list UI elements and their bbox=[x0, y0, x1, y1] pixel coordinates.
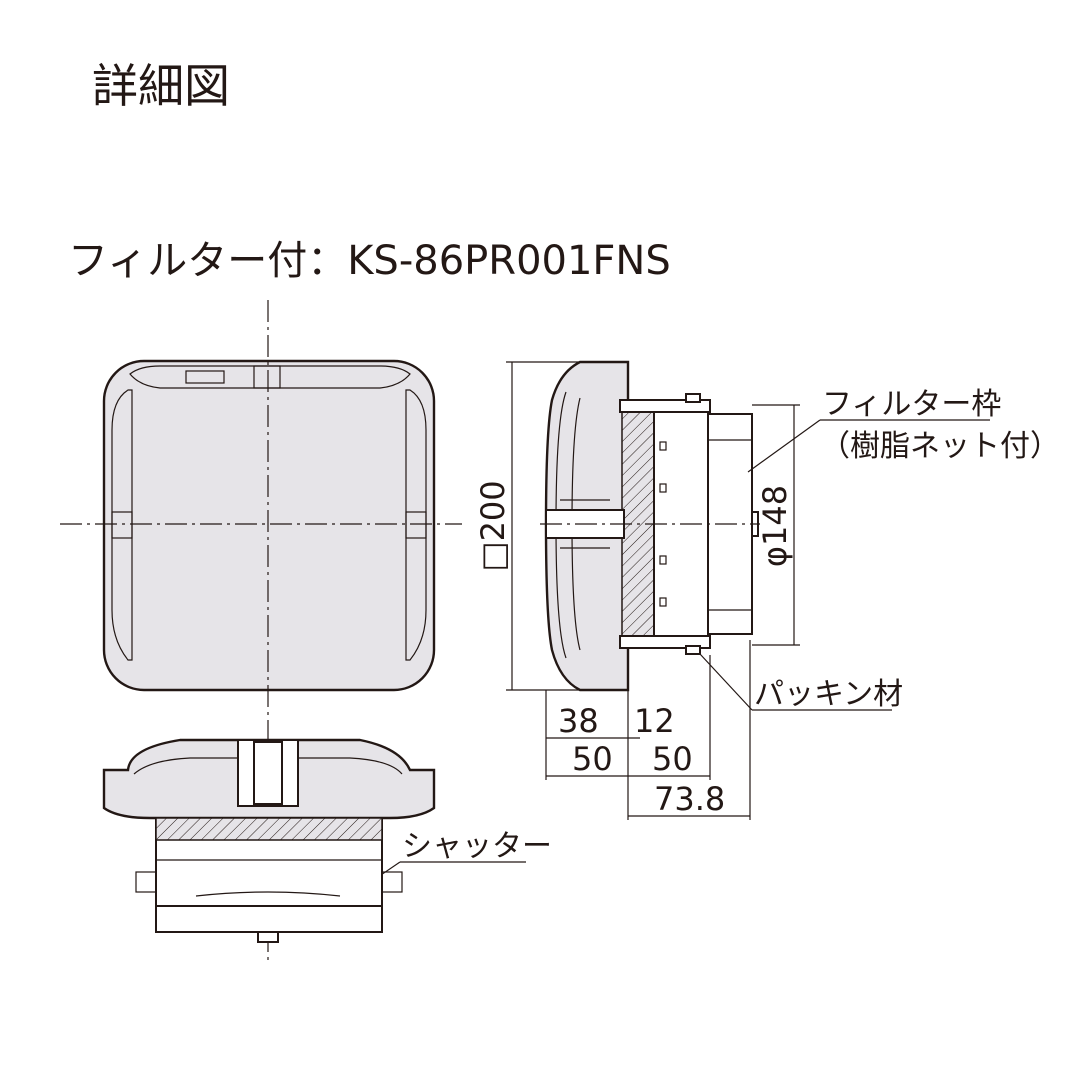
axle-core bbox=[253, 741, 283, 805]
dim-12: 12 bbox=[634, 702, 675, 740]
dim-50-left: 50 bbox=[572, 740, 613, 778]
callout-packing: パッキン材 bbox=[754, 677, 903, 712]
right-grip bbox=[405, 389, 427, 661]
filter-band bbox=[155, 905, 383, 933]
bottom-knob bbox=[257, 931, 279, 943]
dim-square-200: □200 bbox=[474, 480, 512, 571]
packing-bottom bbox=[685, 645, 701, 655]
page-title: 詳細図 bbox=[92, 59, 230, 113]
left-grip bbox=[111, 389, 133, 661]
brand-logo bbox=[185, 370, 225, 384]
slot-2 bbox=[659, 483, 667, 493]
slot-1 bbox=[659, 441, 667, 451]
model-label: フィルター付：KS-86PR001FNS bbox=[68, 238, 671, 284]
callouts: フィルター枠 （樹脂ネット付） パッキン材 シャッター bbox=[349, 387, 1060, 897]
side-dimensions: □200 φ148 38 12 50 50 73.8 bbox=[474, 361, 800, 820]
callout-filter-frame: フィルター枠 bbox=[822, 387, 1001, 422]
shutter-blade bbox=[195, 891, 341, 897]
slot-4 bbox=[659, 597, 667, 607]
dim-73-8: 73.8 bbox=[654, 780, 725, 818]
axle-spring bbox=[560, 499, 610, 549]
dim-38: 38 bbox=[558, 702, 599, 740]
bottom-section-view bbox=[102, 738, 436, 943]
right-side-tab bbox=[405, 511, 427, 539]
left-side-tab bbox=[111, 511, 133, 539]
filter-frame-leader bbox=[747, 419, 821, 473]
left-lug bbox=[135, 871, 157, 893]
right-lug bbox=[381, 871, 403, 893]
top-center-tab bbox=[253, 365, 281, 389]
front-view bbox=[60, 300, 462, 960]
callout-shutter: シャッター bbox=[402, 829, 552, 864]
slot-3 bbox=[659, 555, 667, 565]
packing-top bbox=[685, 393, 701, 403]
callout-filter-frame-note: （樹脂ネット付） bbox=[820, 429, 1060, 464]
front-panel bbox=[102, 359, 436, 692]
top-air-slot bbox=[129, 365, 411, 389]
side-section-view bbox=[540, 360, 760, 692]
dim-50-right: 50 bbox=[652, 740, 693, 778]
dim-dia-148: φ148 bbox=[756, 485, 794, 567]
packing-leader bbox=[699, 653, 753, 711]
duct-hatched-top bbox=[155, 817, 383, 841]
